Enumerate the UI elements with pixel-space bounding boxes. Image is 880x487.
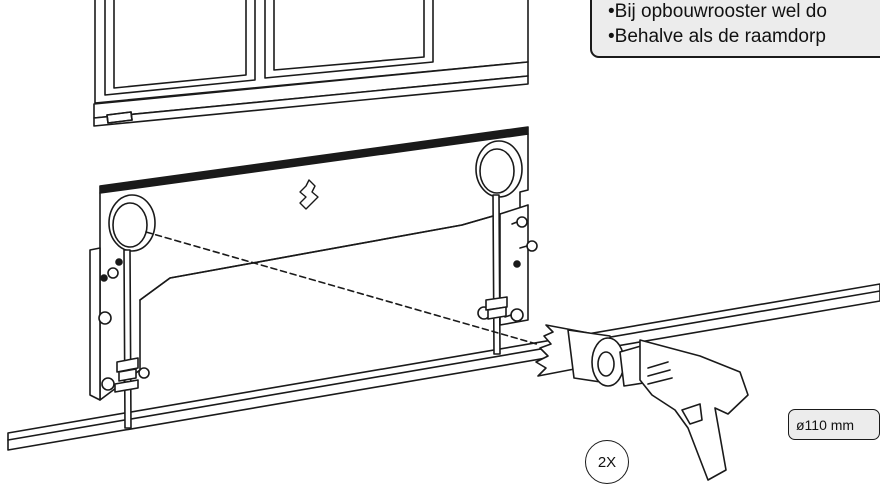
mounting-plate-icon — [89, 126, 538, 401]
pipe-bracket-right-icon — [485, 194, 508, 355]
hole-size-label: ø110 mm — [788, 409, 880, 440]
repeat-count-badge: 2X — [585, 440, 629, 484]
pipe-bracket-left-icon — [114, 249, 139, 429]
drill-axis-line — [145, 231, 541, 346]
note-line-2: •Behalve als de raamdorp — [608, 26, 826, 47]
hole-saw-drill-icon — [535, 324, 749, 481]
window-frame-icon — [93, 0, 529, 127]
note-line-1: •Bij opbouwrooster wel do — [608, 1, 827, 22]
instruction-note: •Bij opbouwrooster wel do •Behalve als d… — [590, 0, 880, 58]
